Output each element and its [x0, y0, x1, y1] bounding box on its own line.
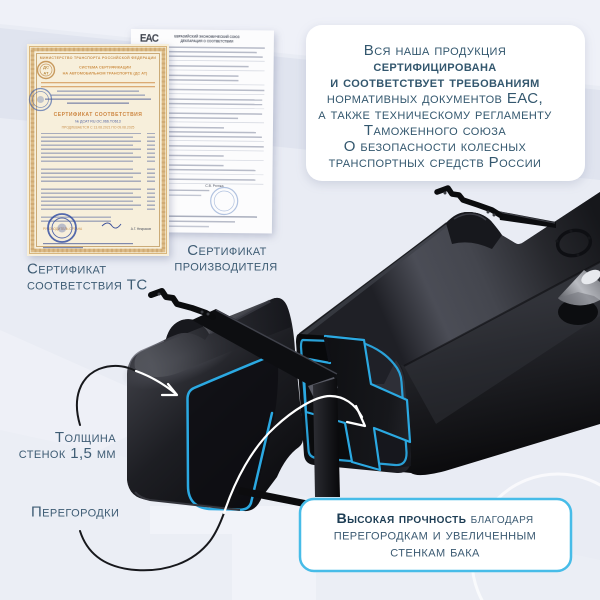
svg-text:РУКОВОДИТЕЛЬ ОРГАНА: РУКОВОДИТЕЛЬ ОРГАНА [43, 227, 83, 231]
svg-text:производителя: производителя [174, 258, 277, 275]
svg-text:А.Г. Некрасов: А.Г. Некрасов [131, 227, 152, 231]
svg-text:Вся наша продукция: Вся наша продукция [364, 42, 506, 59]
svg-text:Таможенного союза: Таможенного союза [364, 122, 506, 139]
svg-text:АТ: АТ [43, 71, 49, 76]
svg-text:транспортных средств России: транспортных средств России [329, 154, 542, 171]
svg-text:EAC: EAC [140, 33, 160, 45]
svg-text:ЕВРАЗИЙСКИЙ ЭКОНОМИЧЕСКИЙ СОЮЗ: ЕВРАЗИЙСКИЙ ЭКОНОМИЧЕСКИЙ СОЮЗ [174, 34, 239, 39]
svg-text:НА АВТОМОБИЛЬНОМ ТРАНСПОРТЕ (Д: НА АВТОМОБИЛЬНОМ ТРАНСПОРТЕ (ДС АТ) [63, 72, 148, 76]
svg-text:СЕРТИФИКАТ СООТВЕТСТВИЯ: СЕРТИФИКАТ СООТВЕТСТВИЯ [54, 112, 143, 118]
svg-text:№ ДСАТ RU.OC.066.TO613: № ДСАТ RU.OC.066.TO613 [75, 120, 121, 124]
svg-text:нормативных документов ЕАС,: нормативных документов ЕАС, [327, 90, 543, 107]
svg-text:ДС: ДС [43, 65, 49, 70]
svg-text:стенкам бака: стенкам бака [390, 544, 480, 561]
svg-text:перегородкам и увеличенным: перегородкам и увеличенным [334, 527, 536, 544]
svg-text:Перегородки: Перегородки [31, 504, 119, 521]
svg-text:а также техническому регламент: а также техническому регламенту [318, 106, 552, 123]
svg-text:МИНИСТЕРСТВО ТРАНСПОРТА РОССИЙ: МИНИСТЕРСТВО ТРАНСПОРТА РОССИЙСКОЙ ФЕДЕР… [40, 56, 157, 60]
svg-text:Высокая прочность благодаря: Высокая прочность благодаря [336, 511, 533, 527]
svg-text:Сертификат: Сертификат [27, 261, 107, 278]
svg-text:стенок 1,5 мм: стенок 1,5 мм [19, 445, 116, 462]
svg-text:сертифицирована: сертифицирована [373, 58, 496, 75]
svg-text:О безопасности колесных: О безопасности колесных [344, 138, 527, 155]
svg-text:и соответствует требованиям: и соответствует требованиям [330, 74, 539, 91]
svg-text:ПРОДЛЕВАЕТСЯ С 13.08.2021: ПРОДЛЕВАЕТСЯ С 13.08.2021 ПО 09.08.2025 [62, 126, 135, 130]
svg-text:соответствия ТС: соответствия ТС [27, 277, 148, 294]
svg-text:Толщина: Толщина [55, 429, 116, 446]
svg-text:ДЕКЛАРАЦИЯ О СООТВЕТСТВИИ: ДЕКЛАРАЦИЯ О СООТВЕТСТВИИ [180, 39, 233, 44]
svg-text:С.В. Рогова: С.В. Рогова [205, 184, 223, 188]
svg-text:Сертификат: Сертификат [187, 242, 267, 259]
svg-text:СИСТЕМА СЕРТИФИКАЦИИ: СИСТЕМА СЕРТИФИКАЦИИ [79, 66, 131, 70]
